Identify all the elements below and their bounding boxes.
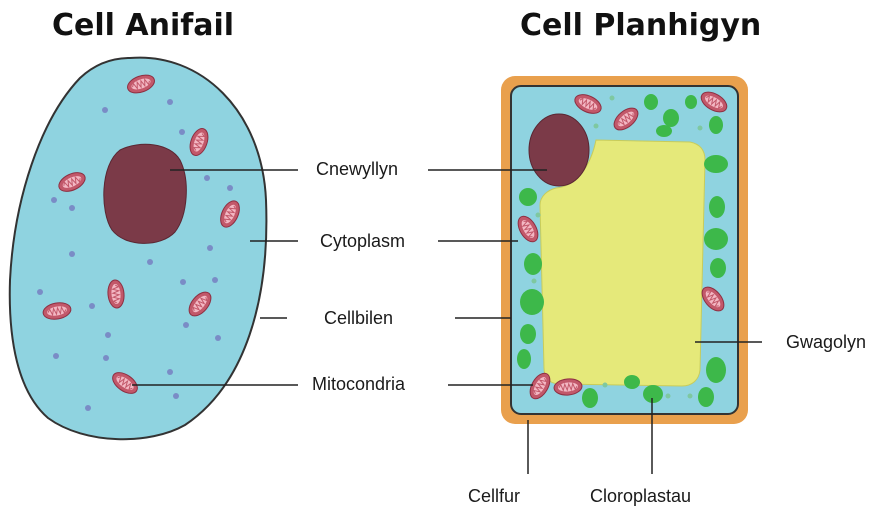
label-vacuole: Gwagolyn	[786, 332, 866, 353]
plant-cell	[501, 76, 748, 424]
label-nucleus: Cnewyllyn	[316, 159, 398, 180]
label-cytoplasm: Cytoplasm	[320, 231, 405, 252]
animal-nucleus	[104, 144, 187, 243]
animal-cell-membrane	[10, 58, 267, 440]
label-mitochondria: Mitocondria	[312, 374, 405, 395]
label-cell-wall: Cellfur	[468, 486, 520, 507]
animal-cell	[10, 58, 267, 440]
plant-nucleus	[529, 114, 589, 186]
label-chloroplasts: Cloroplastau	[590, 486, 691, 507]
label-membrane: Cellbilen	[324, 308, 393, 329]
